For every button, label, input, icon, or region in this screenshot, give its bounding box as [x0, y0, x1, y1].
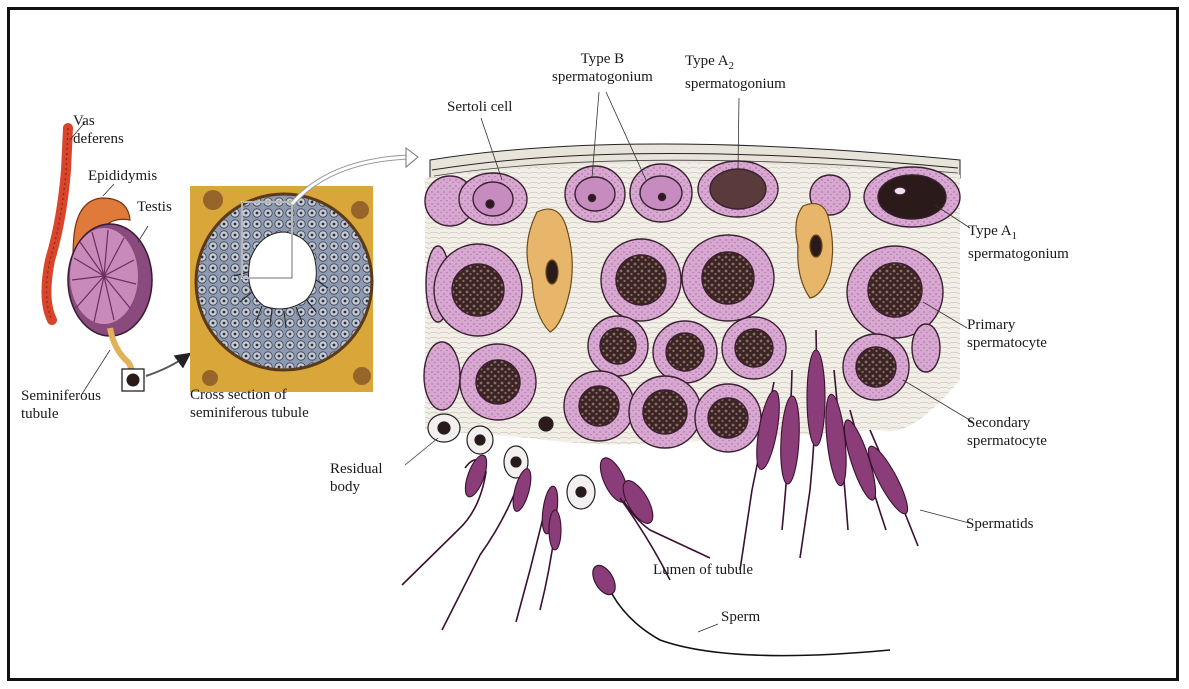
label-type-b: Type B spermatogonium	[552, 50, 653, 86]
label-type-a2: Type A2 spermatogonium	[685, 52, 786, 93]
label-type-a2-main: Type A	[685, 53, 729, 69]
label-secondary-line1: Secondary	[967, 414, 1047, 432]
label-vas-deferens: Vas deferens	[73, 112, 124, 148]
label-type-b-line2: spermatogonium	[552, 68, 653, 86]
label-seminiferous-line1: Seminiferous	[21, 387, 101, 405]
label-spermatids: Spermatids	[966, 515, 1034, 533]
label-residual-line2: body	[330, 478, 383, 496]
label-seminiferous-tubule: Seminiferous tubule	[21, 387, 101, 423]
label-primary-line2: spermatocyte	[967, 334, 1047, 352]
figure-frame: Vas deferens Epididymis Testis Seminifer…	[7, 7, 1179, 681]
label-vas-line2: deferens	[73, 130, 124, 148]
label-primary-spermatocyte: Primary spermatocyte	[967, 316, 1047, 352]
cross-section-illustration	[190, 148, 418, 392]
tubule-lumen	[249, 232, 317, 309]
label-secondary-spermatocyte: Secondary spermatocyte	[967, 414, 1047, 450]
label-residual-line1: Residual	[330, 460, 383, 478]
label-type-a2-sub: 2	[729, 60, 735, 72]
label-type-a1-line2: spermatogonium	[968, 245, 1069, 263]
label-sperm: Sperm	[721, 608, 760, 626]
label-type-a1: Type A1 spermatogonium	[968, 222, 1069, 263]
testis-illustration	[46, 122, 188, 394]
label-type-a1-sub: 1	[1012, 230, 1018, 242]
vas-deferens-tube	[46, 128, 68, 320]
label-sertoli-cell: Sertoli cell	[447, 98, 512, 116]
label-residual-body: Residual body	[330, 460, 383, 496]
label-testis: Testis	[137, 198, 172, 216]
label-type-a1-main: Type A	[968, 223, 1012, 239]
label-cross-line2: seminiferous tubule	[190, 404, 309, 422]
label-cross-line1: Cross section of	[190, 386, 309, 404]
label-cross-section: Cross section of seminiferous tubule	[190, 386, 309, 422]
label-type-b-line1: Type B	[552, 50, 653, 68]
label-epididymis: Epididymis	[88, 167, 157, 185]
label-primary-line1: Primary	[967, 316, 1047, 334]
label-vas-line1: Vas	[73, 112, 124, 130]
label-seminiferous-line2: tubule	[21, 405, 101, 423]
label-lumen: Lumen of tubule	[653, 561, 753, 579]
label-secondary-line2: spermatocyte	[967, 432, 1047, 450]
label-type-a2-line2: spermatogonium	[685, 75, 786, 93]
